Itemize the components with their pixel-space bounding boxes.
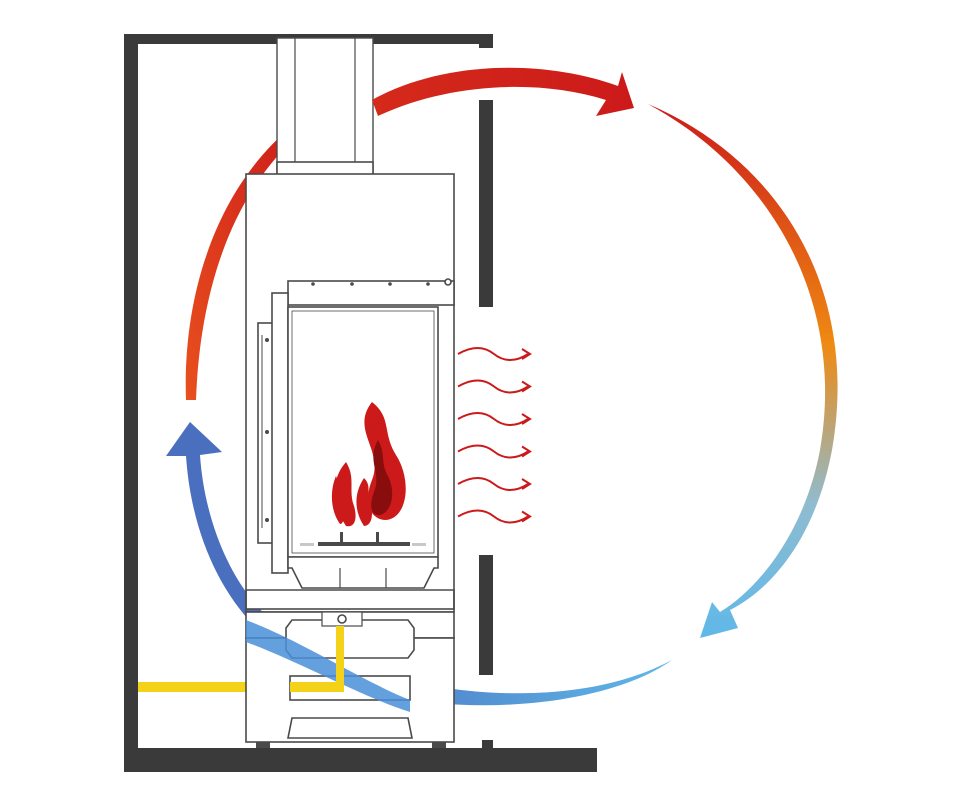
airflow-arrow-right <box>648 104 838 638</box>
flame-icon <box>331 402 406 527</box>
chimney-pipe <box>276 37 374 177</box>
heat-wave-line <box>457 379 529 394</box>
front-wall-lower <box>479 555 493 675</box>
heat-wave-arrowhead <box>521 510 532 523</box>
airflow-arrow-lower-left <box>166 422 300 660</box>
left-wall <box>124 34 138 772</box>
heat-wave-line <box>457 347 529 361</box>
gas-pipe-riser <box>290 626 344 692</box>
front-wall-stub <box>482 740 493 748</box>
airflow-through-base <box>246 620 410 712</box>
heat-wave-arrowhead <box>521 348 532 360</box>
firebox-base <box>287 556 439 589</box>
stove <box>245 37 455 748</box>
room-walls <box>124 34 597 772</box>
heat-wave-arrowhead <box>521 380 532 393</box>
stove-hood <box>287 280 455 306</box>
floor <box>124 748 597 772</box>
heat-wave-arrowhead <box>521 478 532 490</box>
heat-wave-arrowhead <box>521 413 532 425</box>
heat-wave-line <box>457 477 529 491</box>
heat-wave-line <box>457 509 529 524</box>
heat-wave-line <box>457 444 529 459</box>
burner <box>300 532 426 546</box>
front-wall-upper <box>479 100 493 307</box>
gas-pipe-icon <box>138 682 253 692</box>
airflow-arrow-top <box>372 67 634 116</box>
ceiling-notch <box>479 34 493 48</box>
heat-wave-icon <box>457 347 532 524</box>
heat-wave-line <box>457 412 529 426</box>
airflow-arrow-upper-left <box>185 120 306 400</box>
heat-wave-arrowhead <box>521 445 532 458</box>
